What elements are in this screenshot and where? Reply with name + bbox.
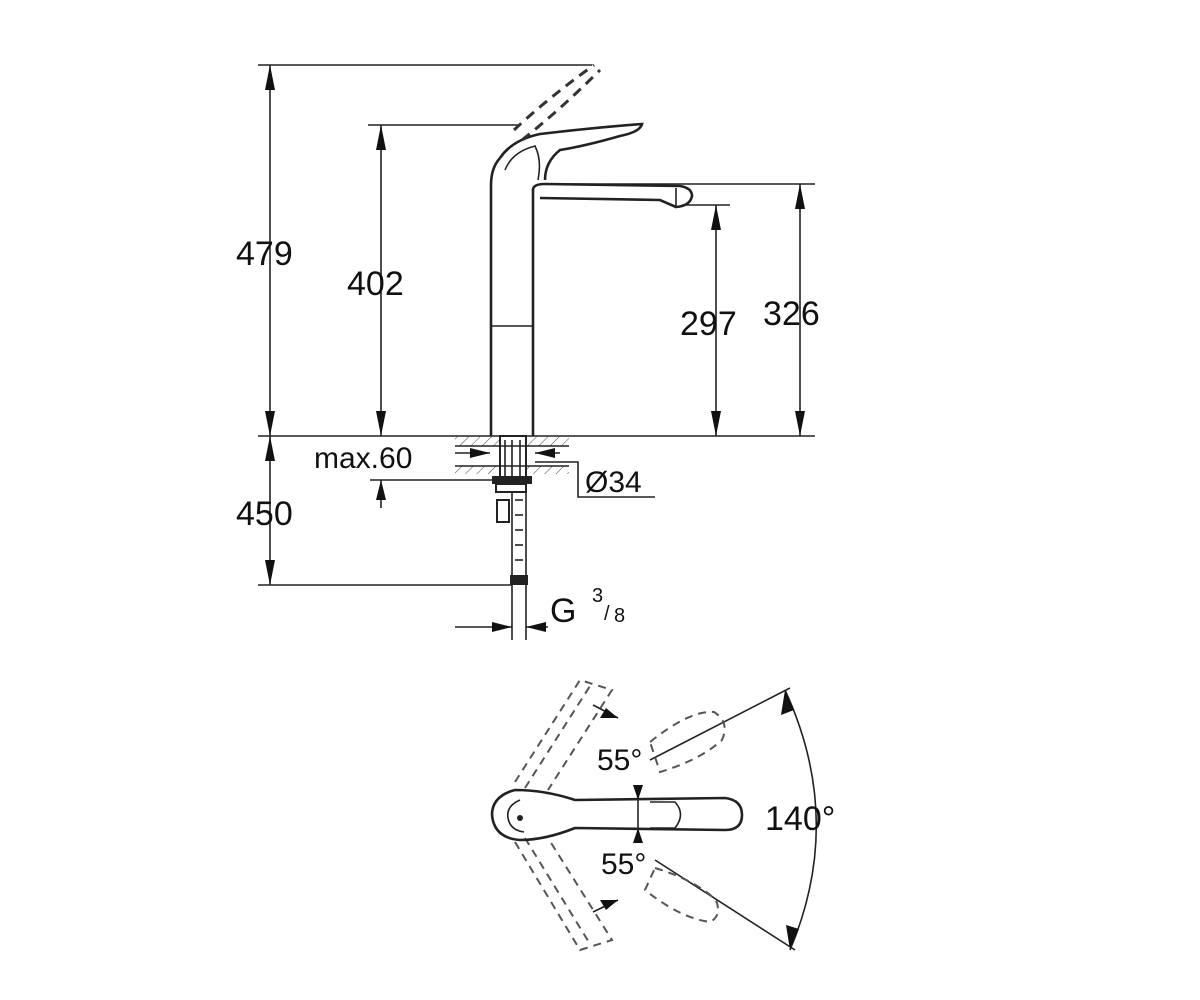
dim-479-label: 479 (236, 235, 293, 273)
spout-alt-positions (643, 710, 726, 924)
dim-450-label: 450 (236, 495, 293, 533)
outlet-dot (517, 815, 523, 821)
dimension-479: 479 (236, 65, 293, 436)
fraction-slash: / (604, 603, 610, 625)
dim-d34-label: Ø34 (585, 466, 642, 499)
dimension-hole-diameter: Ø34 (535, 461, 655, 499)
top-view: 140° 55° 55° (490, 678, 835, 952)
angle-markers: 55° 55° (592, 704, 646, 913)
dim-297-label: 297 (680, 305, 737, 343)
faucet-body (489, 63, 694, 436)
dimension-450: 450 (236, 436, 293, 585)
dim-402-label: 402 (347, 265, 404, 303)
connection-prefix: G (550, 592, 576, 630)
angle-55-lower-label: 55° (601, 848, 646, 881)
faucet-top-outline (490, 788, 744, 842)
connection-denominator: 8 (614, 605, 625, 627)
dimension-402: 402 (347, 125, 404, 436)
dimension-deck-thickness: max.60 (314, 442, 560, 508)
dim-326-label: 326 (763, 295, 820, 333)
dimension-297: 297 (680, 205, 737, 436)
swivel-arc: 140° (649, 687, 835, 951)
lever-alt-positions (514, 678, 614, 952)
dim-max60-label: max.60 (314, 442, 412, 475)
dimension-connection: G 3 / 8 (455, 585, 625, 632)
mounting-shank (492, 435, 532, 640)
connection-numerator: 3 (592, 585, 603, 607)
angle-140-label: 140° (765, 800, 835, 838)
side-view: 479 402 297 326 450 (236, 63, 820, 640)
angle-55-upper-label: 55° (597, 744, 642, 777)
dimension-326: 326 (763, 184, 820, 436)
